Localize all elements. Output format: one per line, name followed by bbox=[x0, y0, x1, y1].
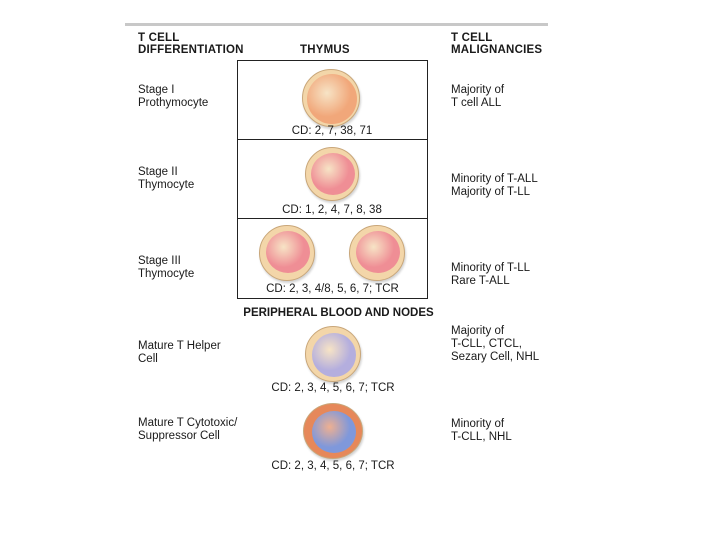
thymus-box bbox=[237, 60, 428, 299]
peripheral-section-title: PERIPHERAL BLOOD AND NODES bbox=[243, 307, 434, 319]
cd-markers: CD: 1, 2, 4, 7, 8, 38 bbox=[282, 204, 382, 216]
t-cytotoxic-cell bbox=[303, 403, 363, 459]
stage-label: Stage III Thymocyte bbox=[138, 255, 195, 280]
header-malignancies: T CELL MALIGNANCIES bbox=[451, 32, 543, 56]
t-helper-cell bbox=[305, 326, 361, 382]
malignancy-text: Majority of T-CLL, CTCL, Sezary Cell, NH… bbox=[451, 325, 540, 363]
stage-label: Mature T Cytotoxic/ Suppressor Cell bbox=[138, 417, 238, 442]
malignancy-text: Minority of T-CLL, NHL bbox=[451, 418, 512, 443]
cd-markers: CD: 2, 3, 4, 5, 6, 7; TCR bbox=[271, 382, 395, 394]
cell-nucleus bbox=[311, 153, 355, 195]
cell-nucleus bbox=[266, 231, 310, 273]
malignancy-text: Majority of T cell ALL bbox=[451, 84, 505, 109]
cell-nucleus bbox=[356, 231, 400, 273]
malignancy-text: Minority of T-ALL Majority of T-LL bbox=[451, 173, 538, 198]
header-thymus: THYMUS bbox=[300, 44, 350, 56]
cd-markers: CD: 2, 7, 38, 71 bbox=[291, 125, 373, 137]
thymus-divider bbox=[237, 218, 428, 219]
cell-nucleus bbox=[312, 333, 356, 377]
thymus-divider bbox=[237, 139, 428, 140]
top-rule bbox=[125, 23, 548, 26]
cell-nucleus bbox=[307, 74, 357, 124]
malignancy-text: Minority of T-LL Rare T-ALL bbox=[451, 262, 531, 287]
prothymocyte-cell bbox=[302, 69, 360, 127]
thymocyte-cell bbox=[305, 147, 359, 201]
cd-markers: CD: 2, 3, 4, 5, 6, 7; TCR bbox=[271, 460, 395, 472]
cell-nucleus bbox=[312, 411, 356, 453]
cd-markers: CD: 2, 3, 4/8, 5, 6, 7; TCR bbox=[266, 283, 399, 295]
header-differentiation: T CELL DIFFERENTIATION bbox=[138, 32, 244, 56]
thymocyte-cell-a bbox=[259, 225, 315, 281]
thymocyte-cell-b bbox=[349, 225, 405, 281]
stage-label: Mature T Helper Cell bbox=[138, 340, 221, 365]
stage-label: Stage I Prothymocyte bbox=[138, 84, 209, 109]
stage-label: Stage II Thymocyte bbox=[138, 166, 195, 191]
